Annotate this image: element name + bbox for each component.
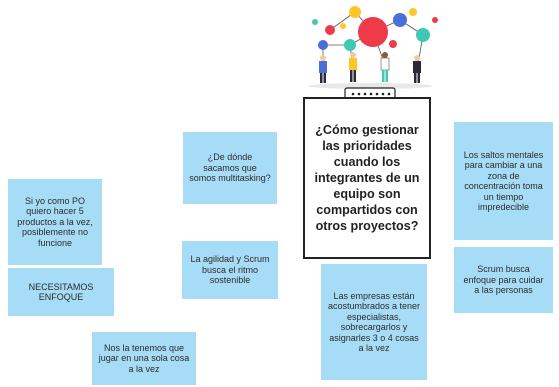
central-question-card: ¿Cómo gestionar las prioridades cuando l… xyxy=(303,97,431,259)
note-una-sola-cosa: Nos la tenemos que jugar en una sola cos… xyxy=(92,332,196,385)
note-po-products: Si yo como PO quiero hacer 5 productos a… xyxy=(8,179,102,265)
note-saltos-mentales: Los saltos mentales para cambiar a una z… xyxy=(454,122,553,240)
note-necesitamos-enfoque-text: NECESITAMOS ENFOQUE xyxy=(28,281,94,303)
note-empresas-especialistas-text: Las empresas están acostumbrados a tener… xyxy=(327,290,421,354)
central-question-text: ¿Cómo gestionar las prioridades cuando l… xyxy=(314,123,420,233)
note-ritmo-sostenible: La agilidad y Scrum busca el ritmo soste… xyxy=(182,241,278,299)
card-tab xyxy=(344,87,396,100)
note-po-products-text: Si yo como PO quiero hacer 5 productos a… xyxy=(17,195,93,248)
note-saltos-mentales-text: Los saltos mentales para cambiar a una z… xyxy=(463,149,544,213)
note-necesitamos-enfoque: NECESITAMOS ENFOQUE xyxy=(8,268,114,316)
note-multitasking-text: ¿De dónde sacamos que somos multitasking… xyxy=(189,152,271,184)
note-multitasking: ¿De dónde sacamos que somos multitasking… xyxy=(183,132,277,204)
note-ritmo-sostenible-text: La agilidad y Scrum busca el ritmo soste… xyxy=(190,254,270,286)
note-una-sola-cosa-text: Nos la tenemos que jugar en una sola cos… xyxy=(98,342,190,374)
note-cuidar-personas: Scrum busca enfoque para cuidar a las pe… xyxy=(454,247,553,313)
note-cuidar-personas-text: Scrum busca enfoque para cuidar a las pe… xyxy=(463,264,544,296)
note-empresas-especialistas: Las empresas están acostumbrados a tener… xyxy=(321,264,427,380)
team-balloons-illustration xyxy=(308,6,438,100)
